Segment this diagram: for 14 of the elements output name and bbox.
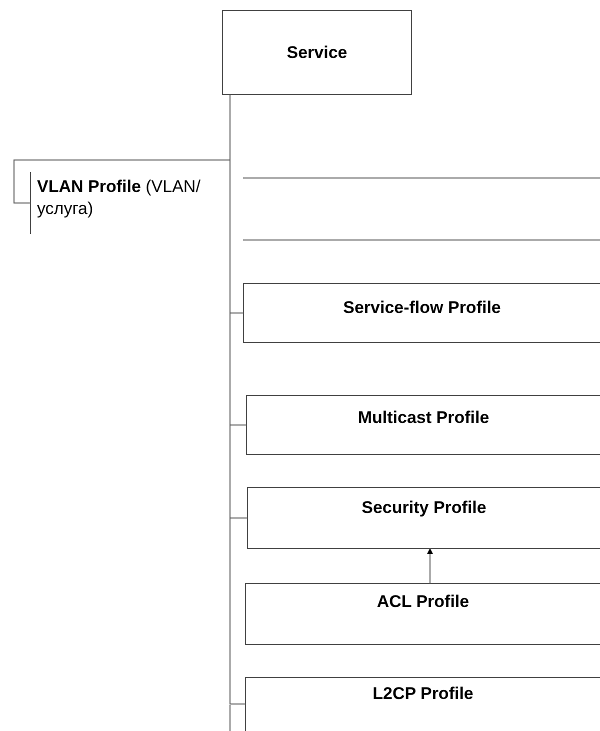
process-box bbox=[247, 487, 600, 549]
node-label: L2CP Profile bbox=[372, 684, 474, 704]
node-label: Security Profile bbox=[362, 498, 486, 518]
arrow bbox=[427, 548, 433, 584]
process-box bbox=[222, 10, 412, 95]
node-label: ACL Profile bbox=[376, 592, 470, 612]
process-box bbox=[245, 677, 600, 731]
node-label: VLAN Profile (VLAN/услуга) bbox=[37, 176, 202, 220]
process-box bbox=[243, 283, 600, 343]
node-label: Multicast Profile bbox=[358, 408, 490, 428]
node-label: Service-flow Profile bbox=[343, 298, 501, 318]
process-box bbox=[246, 395, 600, 455]
node-label: Service bbox=[286, 43, 348, 63]
process-box bbox=[245, 583, 600, 645]
